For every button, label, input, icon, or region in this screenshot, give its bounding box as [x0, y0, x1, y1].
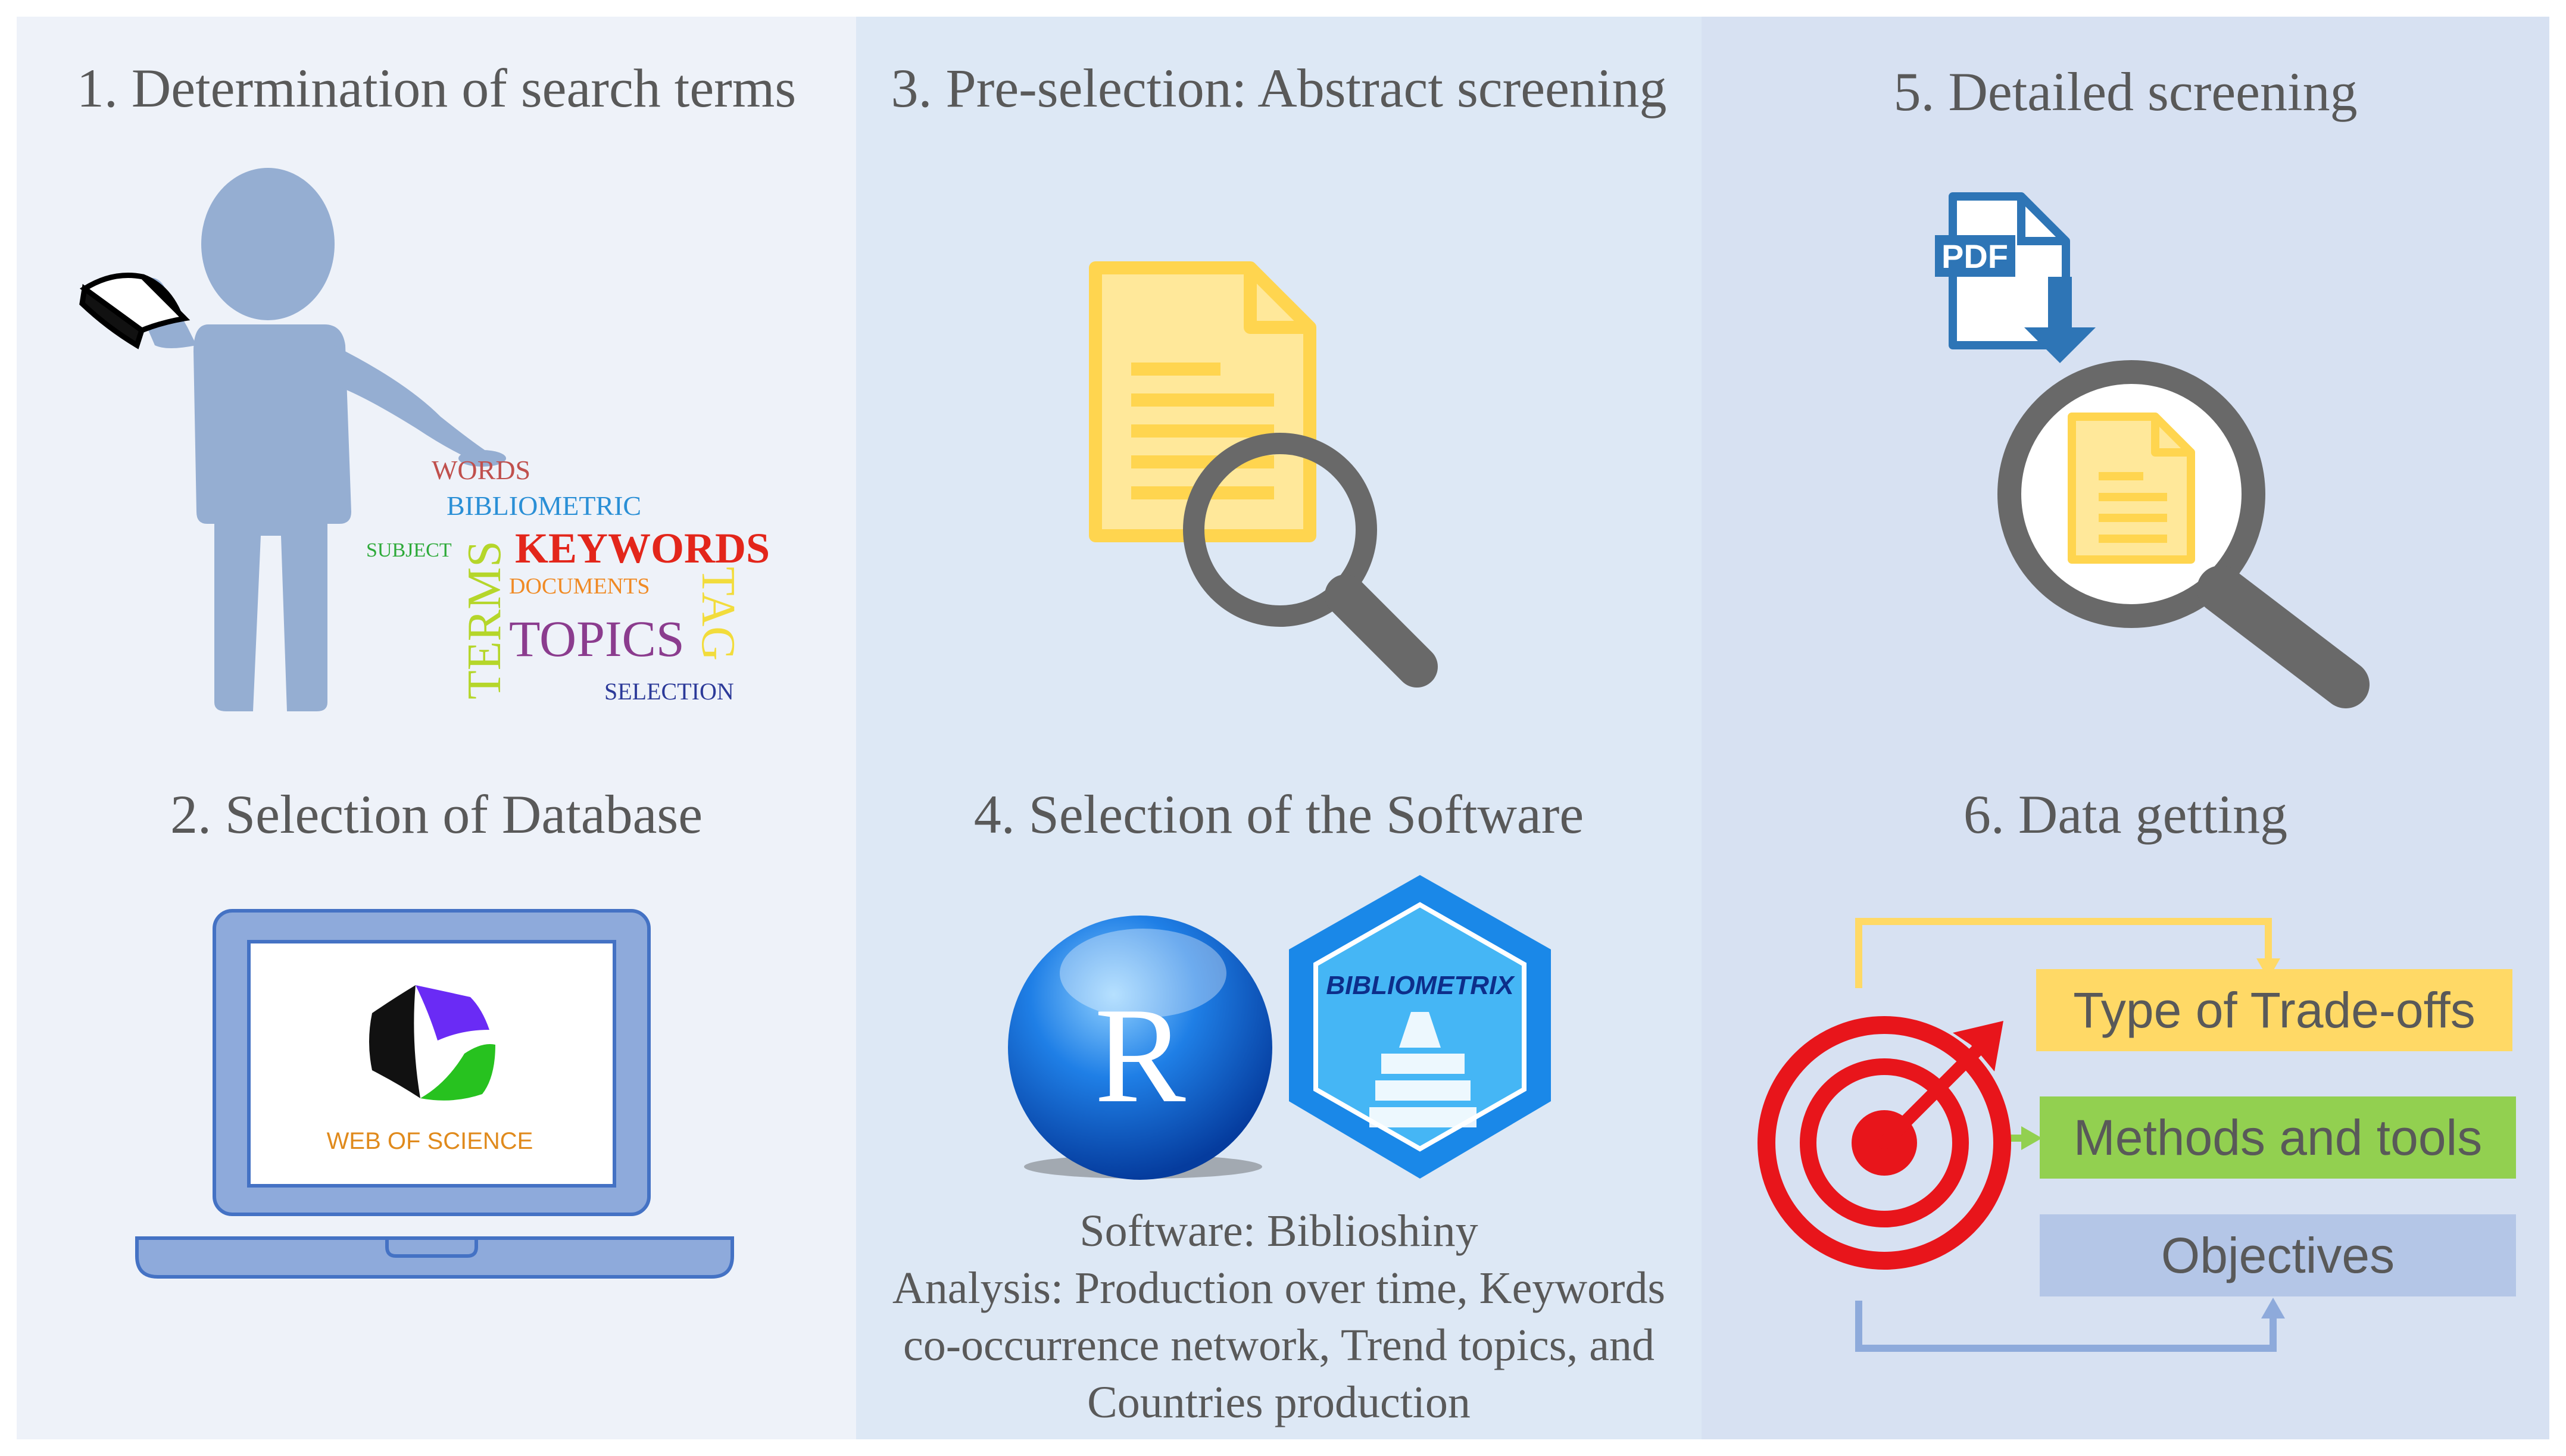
document-icon [2068, 413, 2195, 564]
blue-connector-arrow [1855, 1298, 2285, 1352]
word-tag: TAG [692, 567, 744, 661]
yellow-connector-arrow [1855, 918, 2280, 988]
word-words: WORDS [432, 455, 530, 485]
output-objectives: Objectives [2040, 1214, 2516, 1296]
step-5-title: 5. Detailed screening [1893, 61, 2358, 122]
word-documents: DOCUMENTS [509, 574, 650, 599]
panel-screening-software [856, 17, 1702, 1439]
word-terms: TERMS [458, 540, 511, 699]
database-name: WEB OF SCIENCE [327, 1128, 533, 1154]
software-line-1: Software: Biblioshiny [1079, 1206, 1478, 1256]
r-letter: R [1094, 979, 1186, 1131]
pdf-detailed-screening-illustration: PDF [1935, 192, 2370, 708]
book-icon [79, 273, 191, 349]
word-bibliometric: BIBLIOMETRIC [447, 490, 641, 521]
output-trade-offs: Type of Trade-offs [2036, 969, 2512, 1051]
word-keywords: KEYWORDS [515, 524, 770, 572]
r-logo-icon: R [1008, 916, 1272, 1180]
output-methods-tools: Methods and tools [2040, 1096, 2516, 1179]
software-line-2: Analysis: Production over time, Keywords [892, 1263, 1666, 1313]
software-line-3: co-occurrence network, Trend topics, and [903, 1320, 1655, 1370]
document-icon [1089, 261, 1316, 542]
magnifier-icon [1183, 433, 1438, 688]
pdf-label: PDF [1941, 238, 2008, 275]
bibliometrix-label: BIBLIOMETRIX [1326, 971, 1515, 1000]
arrow-in-target-icon [1878, 1021, 2003, 1149]
word-topics: TOPICS [509, 610, 685, 667]
step-2-title: 2. Selection of Database [170, 784, 703, 845]
word-selection: SELECTION [604, 678, 734, 705]
person-word-cloud-illustration: WORDS BIBLIOMETRIC SUBJECT KEYWORDS DOCU… [79, 168, 770, 711]
software-line-4: Countries production [1087, 1377, 1471, 1427]
web-of-science-logo-icon [369, 985, 495, 1101]
software-description: Software: Biblioshiny Analysis: Producti… [856, 1202, 1702, 1431]
step-4-title: 4. Selection of the Software [973, 784, 1584, 845]
person-icon [135, 168, 506, 711]
bibliometrix-logo-icon: BIBLIOMETRIX [1289, 875, 1551, 1179]
step-3-title: 3. Pre-selection: Abstract screening [891, 58, 1667, 118]
pdf-file-icon: PDF [1935, 192, 2070, 349]
software-logos-illustration: R BIBLIOMETRIX [1008, 875, 1551, 1180]
laptop-database-illustration: WEB OF SCIENCE [135, 909, 734, 1279]
document-magnifier-illustration [1089, 261, 1438, 688]
step-1-title: 1. Determination of search terms [76, 58, 797, 118]
data-getting-illustration [1758, 918, 2285, 1352]
download-arrow-icon [2024, 277, 2096, 363]
step-6-title: 6. Data getting [1963, 784, 2288, 845]
word-subject: SUBJECT [366, 539, 452, 561]
